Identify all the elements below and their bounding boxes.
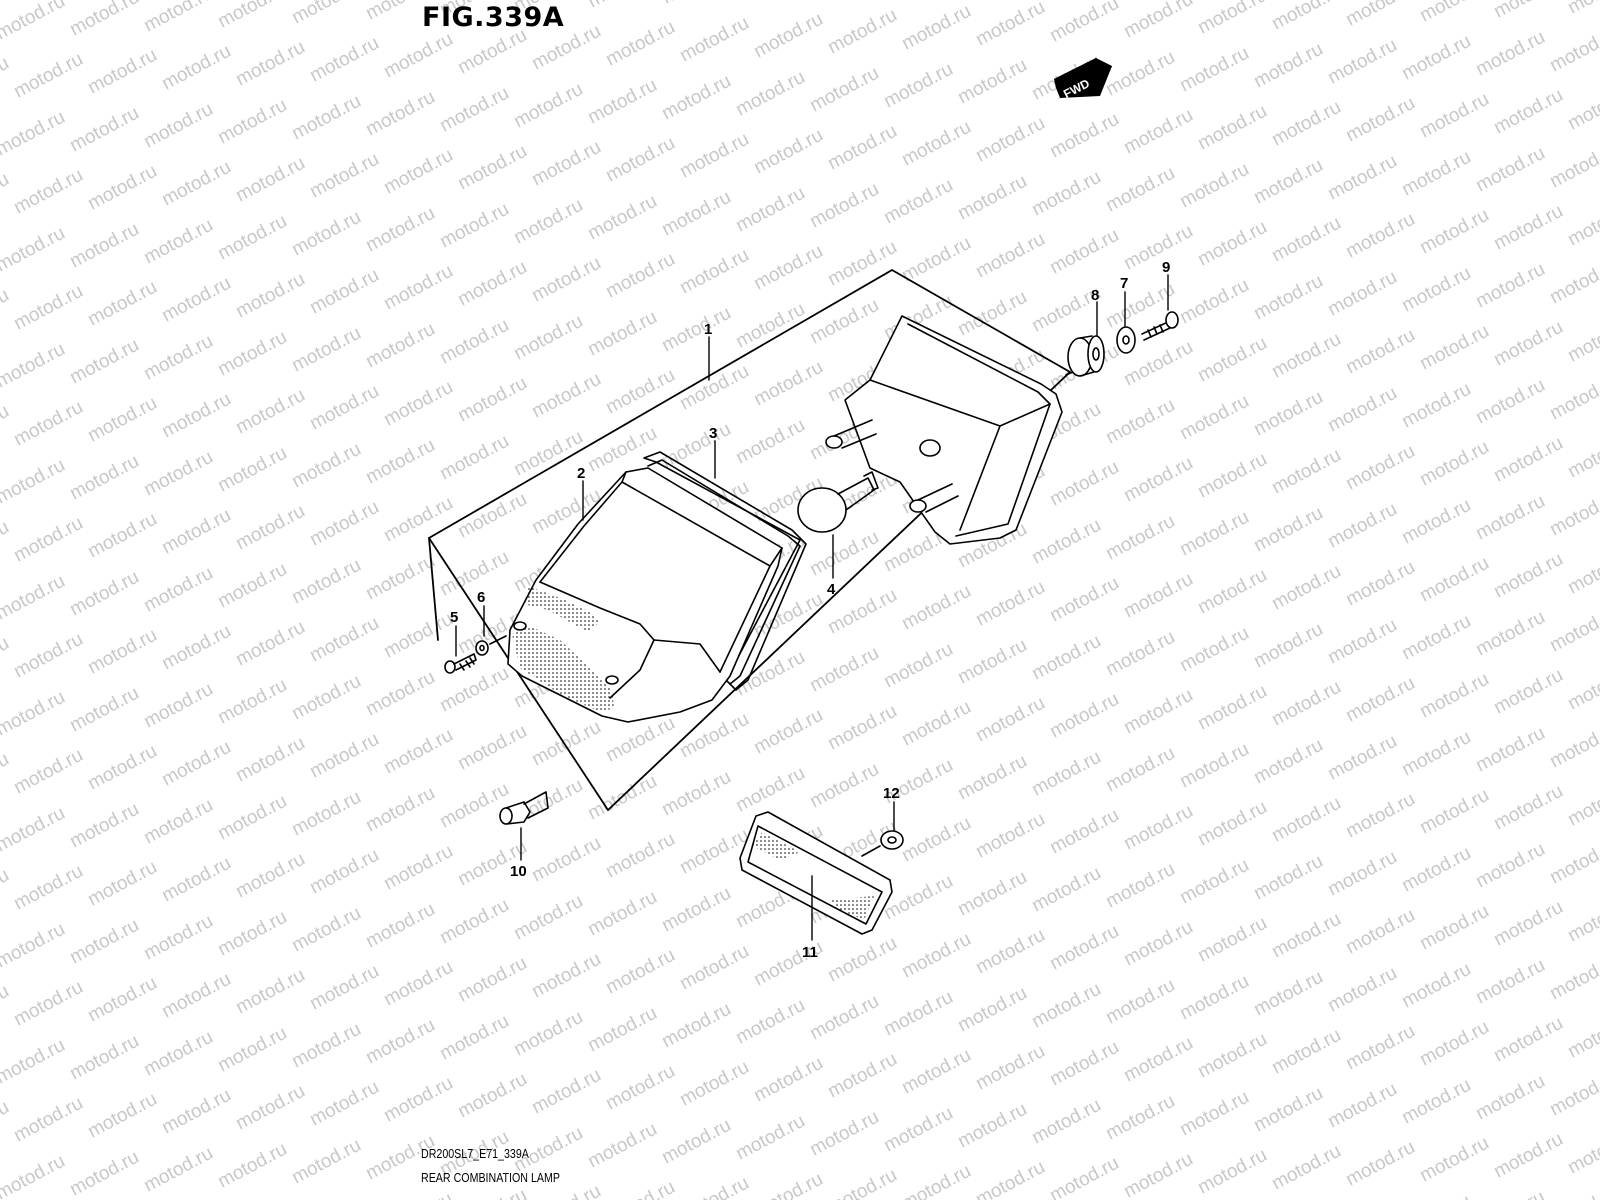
- callout-6: 6: [477, 589, 485, 606]
- mount-screw: [1141, 311, 1179, 341]
- rear-reflector: [739, 811, 893, 935]
- callout-8: 8: [1091, 287, 1099, 304]
- leader-lines: [455, 274, 1169, 941]
- callout-3: 3: [709, 425, 717, 442]
- reflector-nut: [861, 830, 904, 857]
- figure-code: DR200SL7_E71_339A: [421, 1146, 529, 1161]
- callout-9: 9: [1162, 259, 1170, 276]
- callout-4: 4: [827, 581, 836, 598]
- bulb: [797, 471, 879, 533]
- callout-11: 11: [802, 944, 818, 961]
- lamp-gasket: [643, 451, 807, 691]
- license-bulb: [499, 791, 549, 825]
- callout-1: 1: [704, 321, 712, 338]
- mount-grommet: [1067, 335, 1105, 377]
- callout-7: 7: [1120, 275, 1128, 292]
- figure-name: REAR COMBINATION LAMP: [421, 1170, 561, 1185]
- lamp-lens: [507, 467, 783, 723]
- lens-screw: [444, 653, 477, 674]
- fwd-arrow-icon: FWD: [1054, 58, 1112, 101]
- callout-12: 12: [883, 785, 900, 802]
- figure-title: FIG.339A: [422, 2, 565, 33]
- mount-washer: [1116, 326, 1136, 354]
- lens-washer: [475, 635, 507, 656]
- callout-2: 2: [577, 465, 585, 482]
- callout-10: 10: [510, 863, 527, 880]
- assembly-frame: [428, 269, 1071, 811]
- lamp-housing: [825, 315, 1086, 545]
- callout-5: 5: [450, 609, 458, 626]
- callout-labels: 1 2 3 4 5 6 7 8 9 10 11 12: [450, 259, 1170, 961]
